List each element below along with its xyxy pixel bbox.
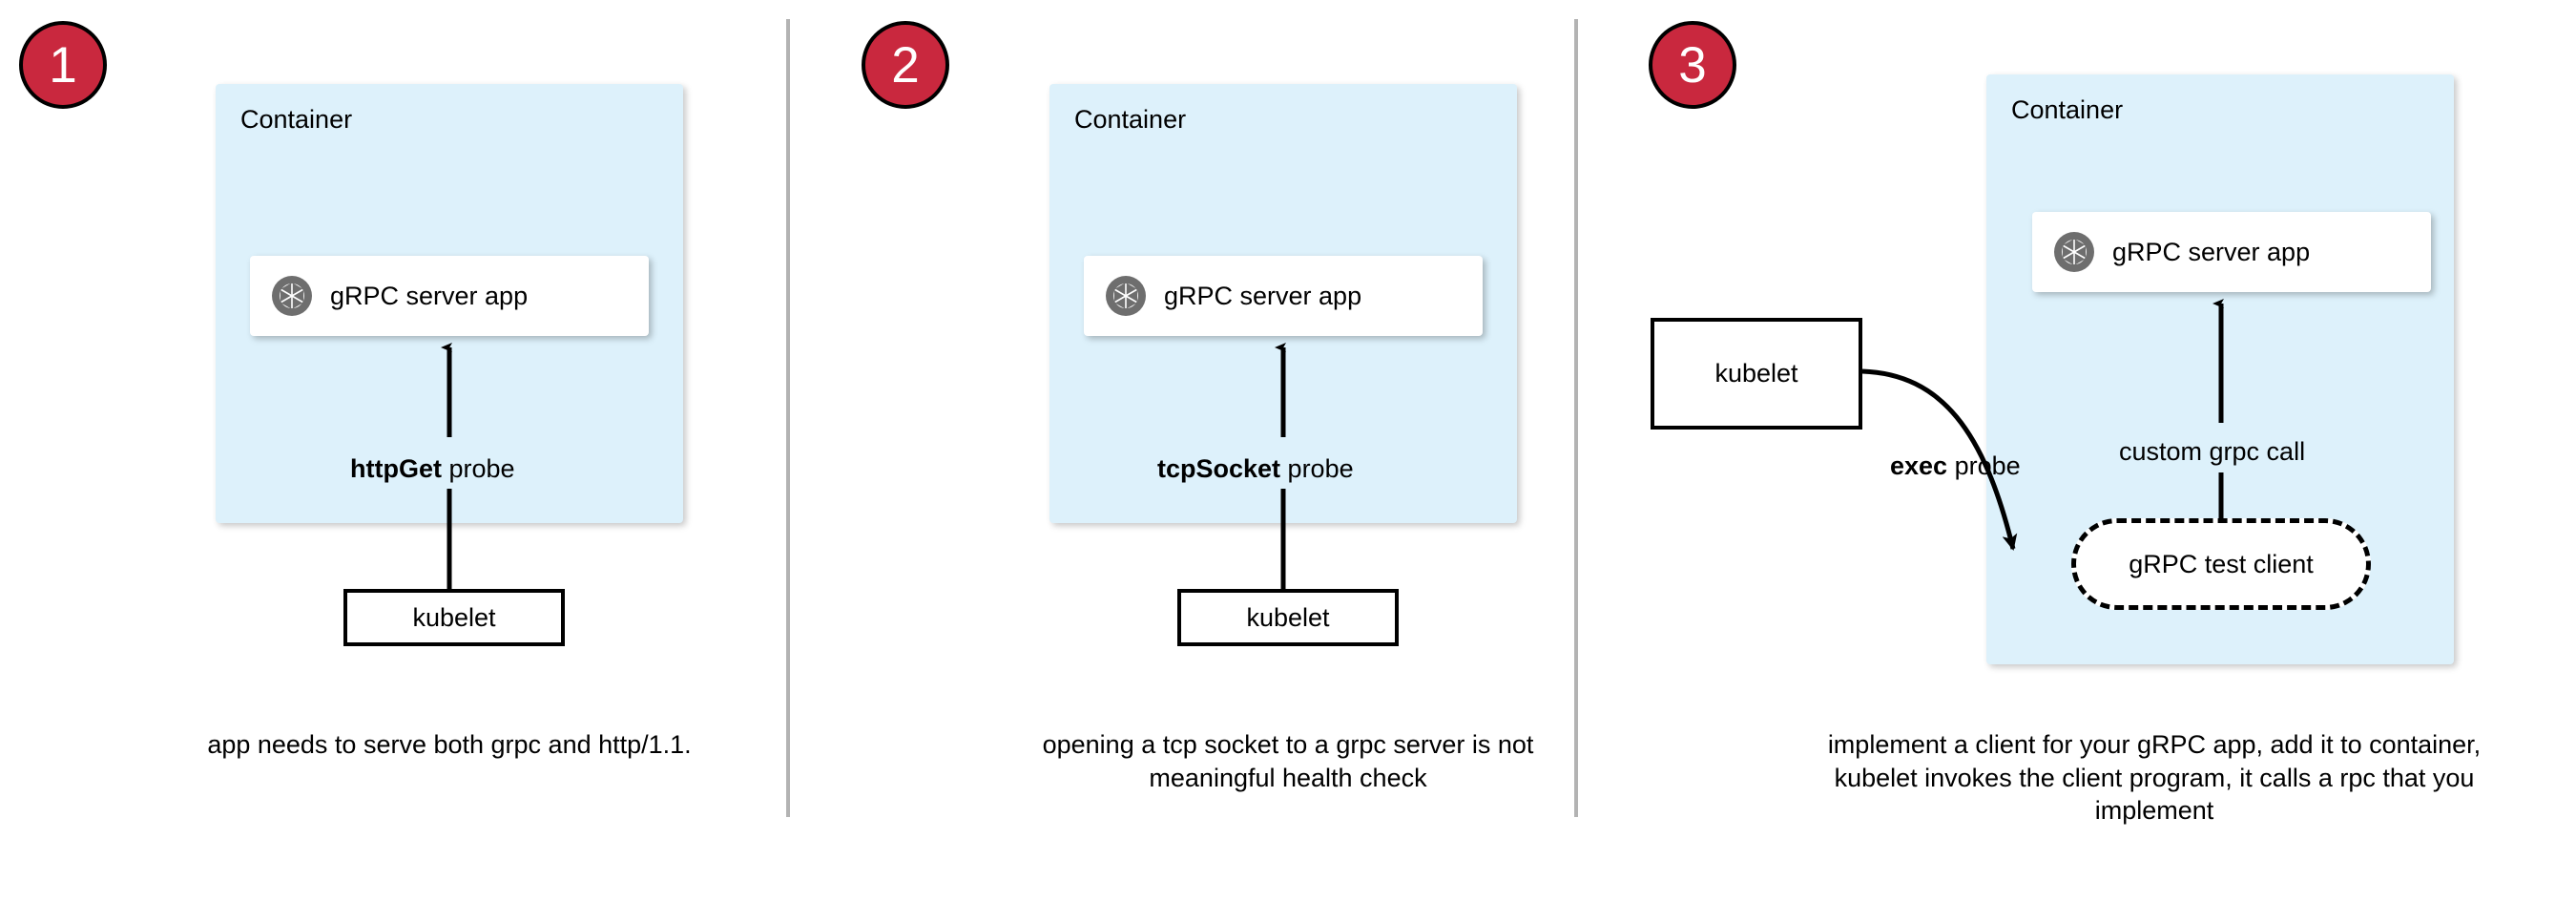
probe-label-1-bold: httpGet	[350, 454, 442, 483]
probe-label-2-bold: tcpSocket	[1157, 454, 1281, 483]
container-label-3: Container	[2011, 95, 2124, 124]
kubelet-box-3[interactable]: kubelet	[1651, 318, 1862, 430]
grpc-server-app-card-2[interactable]: gRPC server app	[1084, 256, 1483, 336]
grpc-server-app-label-2: gRPC server app	[1164, 281, 1362, 310]
aperture-icon	[269, 273, 315, 319]
custom-grpc-call-label-3: custom grpc call	[2119, 437, 2306, 466]
step-badge-1-number: 1	[49, 36, 77, 94]
aperture-icon	[2051, 229, 2097, 275]
probe-label-1: httpGet probe	[350, 454, 515, 484]
kubelet-label-2: kubelet	[1246, 602, 1330, 632]
exec-probe-label-3: exec probe	[1890, 451, 2021, 481]
probe-label-2: tcpSocket probe	[1157, 454, 1354, 484]
panel-divider-2	[1574, 19, 1578, 817]
aperture-icon	[1103, 273, 1149, 319]
grpc-server-app-card-3[interactable]: gRPC server app	[2032, 212, 2431, 292]
kubelet-label-3: kubelet	[1714, 359, 1798, 388]
grpc-test-client-box-3[interactable]: gRPC test client	[2071, 518, 2371, 610]
step-badge-3: 3	[1649, 21, 1736, 109]
probe-label-1-rest: probe	[441, 454, 515, 483]
step-badge-2-number: 2	[891, 36, 920, 94]
container-label-2: Container	[1074, 105, 1187, 134]
panel-caption-2: opening a tcp socket to a grpc server is…	[1042, 730, 1534, 792]
step-badge-2: 2	[862, 21, 949, 109]
grpc-server-app-label-3: gRPC server app	[2112, 237, 2311, 266]
panel-caption-1: app needs to serve both grpc and http/1.…	[207, 730, 692, 759]
panel-caption-3: implement a client for your gRPC app, ad…	[1827, 730, 2482, 826]
grpc-server-app-label-1: gRPC server app	[330, 281, 529, 310]
kubelet-box-1[interactable]: kubelet	[343, 589, 565, 646]
step-badge-3-number: 3	[1678, 36, 1707, 94]
exec-probe-label-3-rest: probe	[1947, 451, 2021, 480]
exec-probe-label-3-bold: exec	[1890, 451, 1948, 480]
grpc-server-app-card-1[interactable]: gRPC server app	[250, 256, 649, 336]
step-badge-1: 1	[19, 21, 107, 109]
kubelet-label-1: kubelet	[412, 602, 496, 632]
probe-label-2-rest: probe	[1280, 454, 1354, 483]
panel-divider-1	[786, 19, 790, 817]
container-label-1: Container	[240, 105, 353, 134]
grpc-test-client-label-3: gRPC test client	[2129, 549, 2314, 578]
kubelet-box-2[interactable]: kubelet	[1177, 589, 1399, 646]
